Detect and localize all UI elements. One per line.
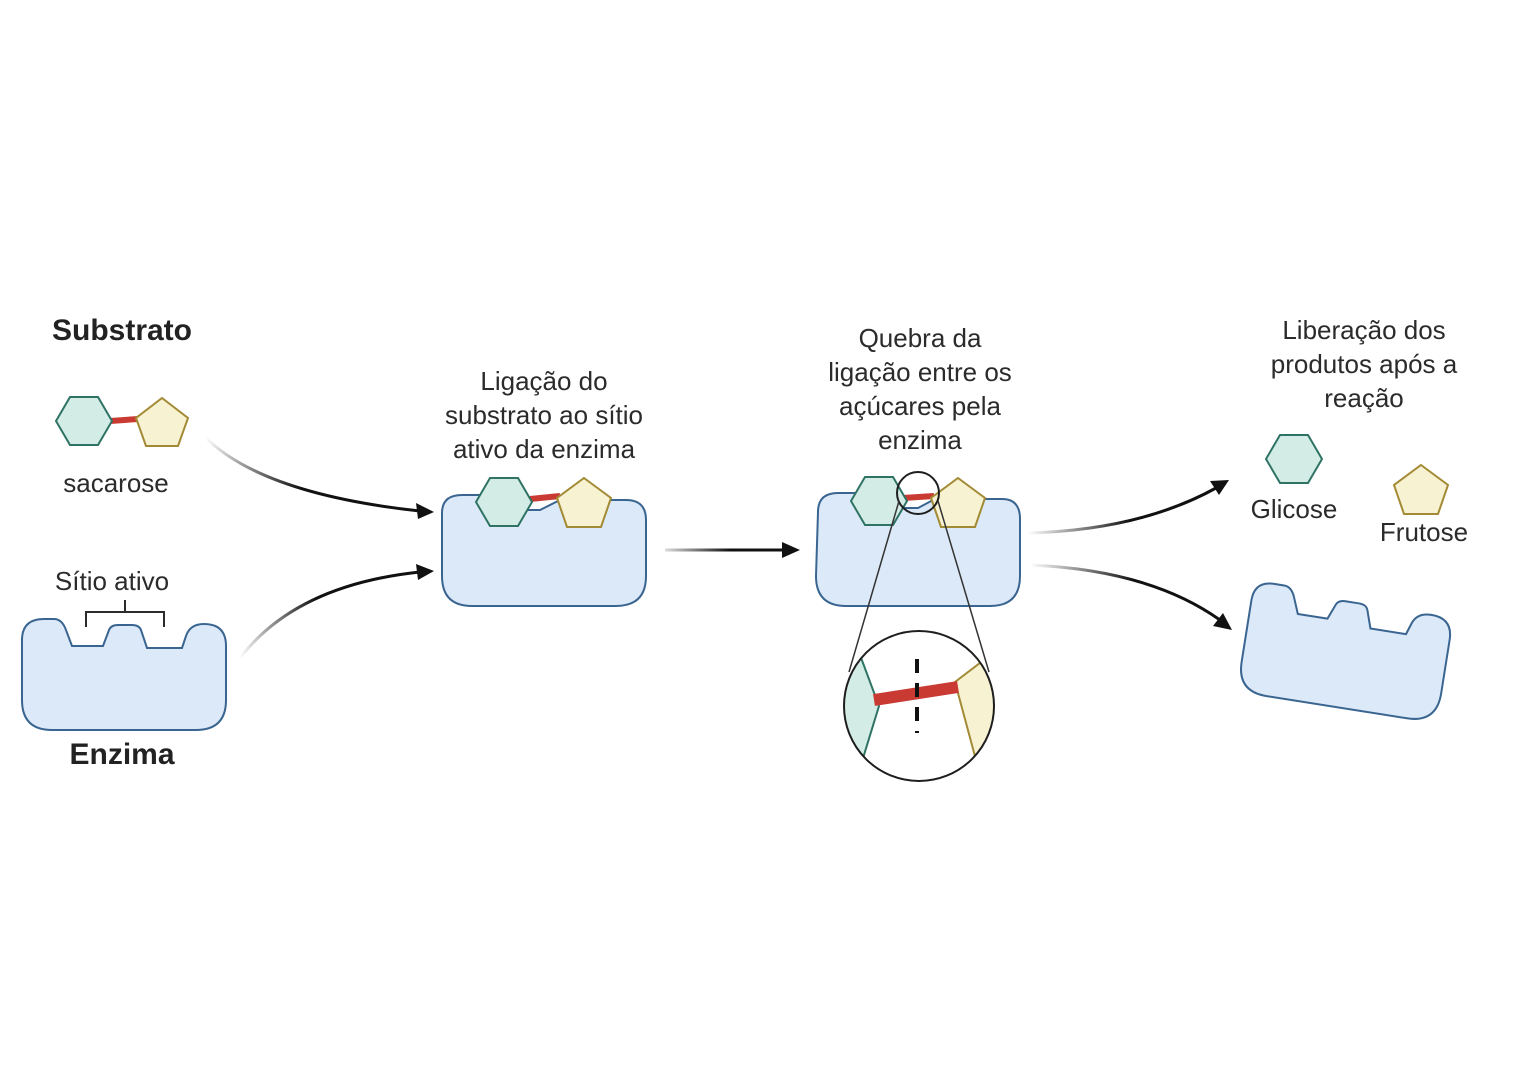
pentagon-icon <box>134 396 190 447</box>
cleavage-step-line-3: açúcares pela <box>839 391 1001 421</box>
sucrose-label: sacarose <box>63 468 169 498</box>
arrow-substrate-to-complex <box>203 435 434 519</box>
cleavage-step-line-1: Quebra da <box>858 323 982 353</box>
substrate-title: Substrato <box>51 314 192 347</box>
glycosidic-bond <box>902 493 935 501</box>
sucrose-molecule <box>54 396 190 447</box>
pentagon-icon <box>929 476 987 528</box>
glucose-label: Glicose <box>1250 494 1338 524</box>
hexagon-icon <box>54 396 114 446</box>
glycosidic-bond <box>529 493 561 502</box>
arrow-to-released-enzyme <box>1029 563 1232 630</box>
arrow-complex-to-cleavage <box>665 542 800 558</box>
hexagon-icon <box>474 477 534 527</box>
hexagon-icon <box>849 476 909 526</box>
binding-step-line-3: ativo da enzima <box>452 434 636 464</box>
cleavage-step-line-4: enzima <box>878 425 962 455</box>
complex-enzyme <box>441 494 647 607</box>
zoom-guide-right <box>937 500 990 673</box>
pentagon-icon <box>555 476 613 528</box>
zoom-guide-left <box>848 500 900 673</box>
cleavage-step-line-2: ligação entre os <box>828 357 1012 387</box>
free-enzyme <box>21 618 227 731</box>
release-step-line-2: produtos após a <box>1270 349 1458 379</box>
binding-step-line-2: substrato ao sítio <box>445 400 643 430</box>
arrow-to-products <box>1027 480 1229 535</box>
release-step-line-3: reação <box>1324 383 1404 413</box>
pentagon-icon <box>1392 463 1450 515</box>
bond-zoom-view <box>843 630 995 782</box>
release-step-line-1: Liberação dos <box>1282 315 1446 345</box>
cleavage-enzyme <box>814 492 1021 607</box>
cleavage-step-caption: Quebra da ligação entre os açúcares pela… <box>790 321 1050 457</box>
active-site-bracket <box>85 600 165 627</box>
active-site-label: Sítio ativo <box>54 566 170 596</box>
glycosidic-bond <box>109 416 139 424</box>
enzyme-substrate-complex <box>441 476 647 607</box>
released-enzyme <box>1240 582 1452 720</box>
release-step-caption: Liberação dos produtos após a reação <box>1234 313 1494 415</box>
magnifier-circle-icon <box>896 471 940 515</box>
arrow-enzyme-to-complex <box>238 564 434 659</box>
fructose-label: Frutose <box>1379 517 1469 547</box>
enzyme-title: Enzima <box>69 738 175 771</box>
cleavage-complex <box>814 471 1021 673</box>
binding-step-caption: Ligação do substrato ao sítio ativo da e… <box>414 364 674 466</box>
hexagon-icon <box>1264 434 1324 484</box>
binding-step-line-1: Ligação do <box>480 366 608 396</box>
